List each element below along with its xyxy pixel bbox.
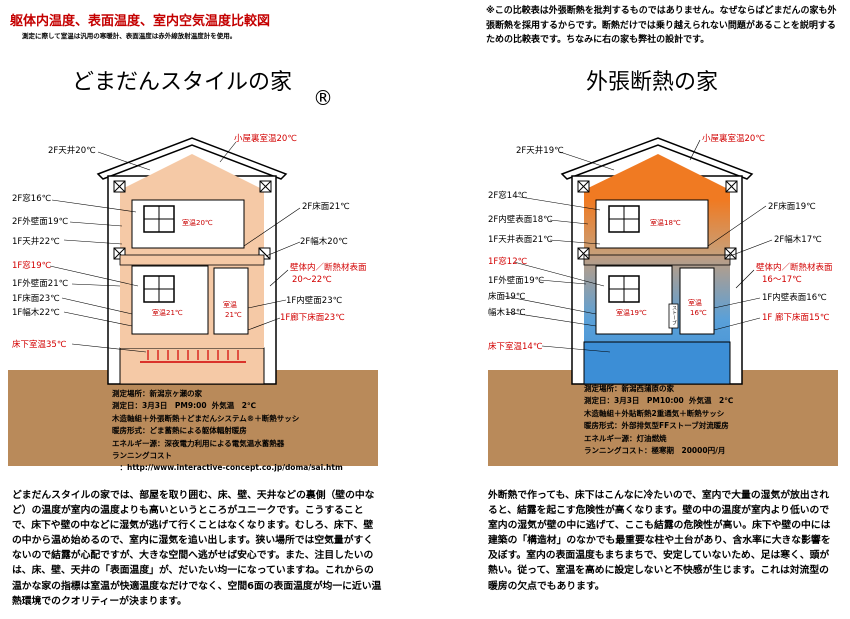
left-room-1f-temp: 室温21℃	[152, 309, 183, 317]
left-inwall-value: 20～22℃	[292, 275, 332, 285]
left-wall-2f-label: 2F外壁面19℃	[12, 217, 69, 227]
right-floor-2f-label: 2F床面19℃	[768, 202, 816, 212]
right-ground	[488, 370, 838, 466]
right-wall-1f-inner-label: 1F内壁表面16℃	[762, 293, 827, 303]
right-inwall-value: 16～17℃	[762, 275, 802, 285]
left-wall-1f-label: 1F外壁面21℃	[12, 279, 69, 289]
right-baseboard-label: 幅木18℃	[488, 308, 526, 318]
right-ceiling-1f-label: 1F天井表面21℃	[488, 235, 553, 245]
left-room-2f-temp: 室温20℃	[182, 219, 213, 227]
left-hall-temp-value: 21℃	[225, 311, 242, 319]
registered-mark: ®	[313, 86, 333, 110]
right-floor-label: 床面19℃	[488, 292, 526, 302]
right-attic-label: 小屋裏室温20℃	[702, 134, 765, 144]
left-corridor-label: 1F廊下床面23℃	[280, 313, 345, 323]
right-window-2f-label: 2F窓14℃	[488, 191, 528, 201]
page-title: 躯体内温度、表面温度、室内空気温度比較図	[10, 14, 271, 29]
stove-label: ストーブ	[671, 305, 677, 325]
right-hall-temp-value: 16℃	[690, 309, 707, 317]
right-wall-inner-2f-label: 2F内壁表面18℃	[488, 215, 553, 225]
left-ceiling-2f-label: 2F天井20℃	[48, 146, 96, 156]
left-floor-1f-label: 1F床面23℃	[12, 294, 60, 304]
left-inwall-label: 壁体内／断熱材表面	[290, 263, 367, 273]
right-wall-1f-label: 1F外壁面19℃	[488, 276, 545, 286]
right-inwall-label: 壁体内／断熱材表面	[756, 263, 833, 273]
left-attic-label: 小屋裏室温20℃	[234, 134, 297, 144]
right-underfloor-label: 床下室温14℃	[488, 342, 543, 352]
left-ceiling-1f-label: 1F天井22℃	[12, 237, 60, 247]
left-ground	[8, 370, 378, 466]
left-underfloor-label: 床下室温35℃	[12, 340, 67, 350]
left-baseboard-1f-label: 1F幅木22℃	[12, 308, 60, 318]
left-wall-1f-inner-label: 1F内壁面23℃	[286, 296, 343, 306]
disclaimer-note: ※この比較表は外張断熱を批判するものではありません。なぜならばどまだんの家も外張…	[486, 6, 837, 45]
page-subtitle: 測定に際して室温は汎用の寒暖計、表面温度は赤外線放射温度計を使用。	[22, 32, 237, 40]
right-window-1f-label: 1F窓12℃	[488, 257, 528, 267]
left-hall-temp-label: 室温	[223, 301, 237, 309]
left-floor-2f-label: 2F床面21℃	[302, 202, 350, 212]
left-window-1f-label: 1F窓19℃	[12, 261, 52, 271]
left-measurement-info: 測定場所：新潟京ヶ瀬の家 測定日：3月3日 PM9:00 外気温 2℃ 木造軸組…	[112, 389, 343, 473]
left-window-2f-label: 2F窓16℃	[12, 194, 52, 204]
right-explanation: 外断熱で作っても、床下はこんなに冷たいので、室内で大量の湿気が放出されると、結露…	[488, 490, 831, 592]
left-baseboard-2f-label: 2F幅木20℃	[300, 237, 348, 247]
right-house-title: 外張断熱の家	[586, 70, 719, 95]
left-explanation: どまだんスタイルの家では、部屋を取り囲む、床、壁、天井などの裏側（壁の中など）の…	[12, 490, 382, 607]
right-room-2f-temp: 室温18℃	[650, 219, 681, 227]
right-ceiling-2f-label: 2F天井19℃	[516, 146, 564, 156]
right-hall-temp-label: 室温	[688, 299, 702, 307]
left-house-title: どまだんスタイルの家	[72, 70, 293, 95]
right-baseboard-2f-label: 2F幅木17℃	[774, 235, 822, 245]
right-measurement-info: 測定場所：新潟西蒲原の家 測定日：3月3日 PM10:00 外気温 2℃ 木造軸…	[584, 384, 734, 456]
right-room-1f-temp: 室温19℃	[616, 309, 647, 317]
right-corridor-label: 1F 廊下床面15℃	[762, 313, 830, 323]
